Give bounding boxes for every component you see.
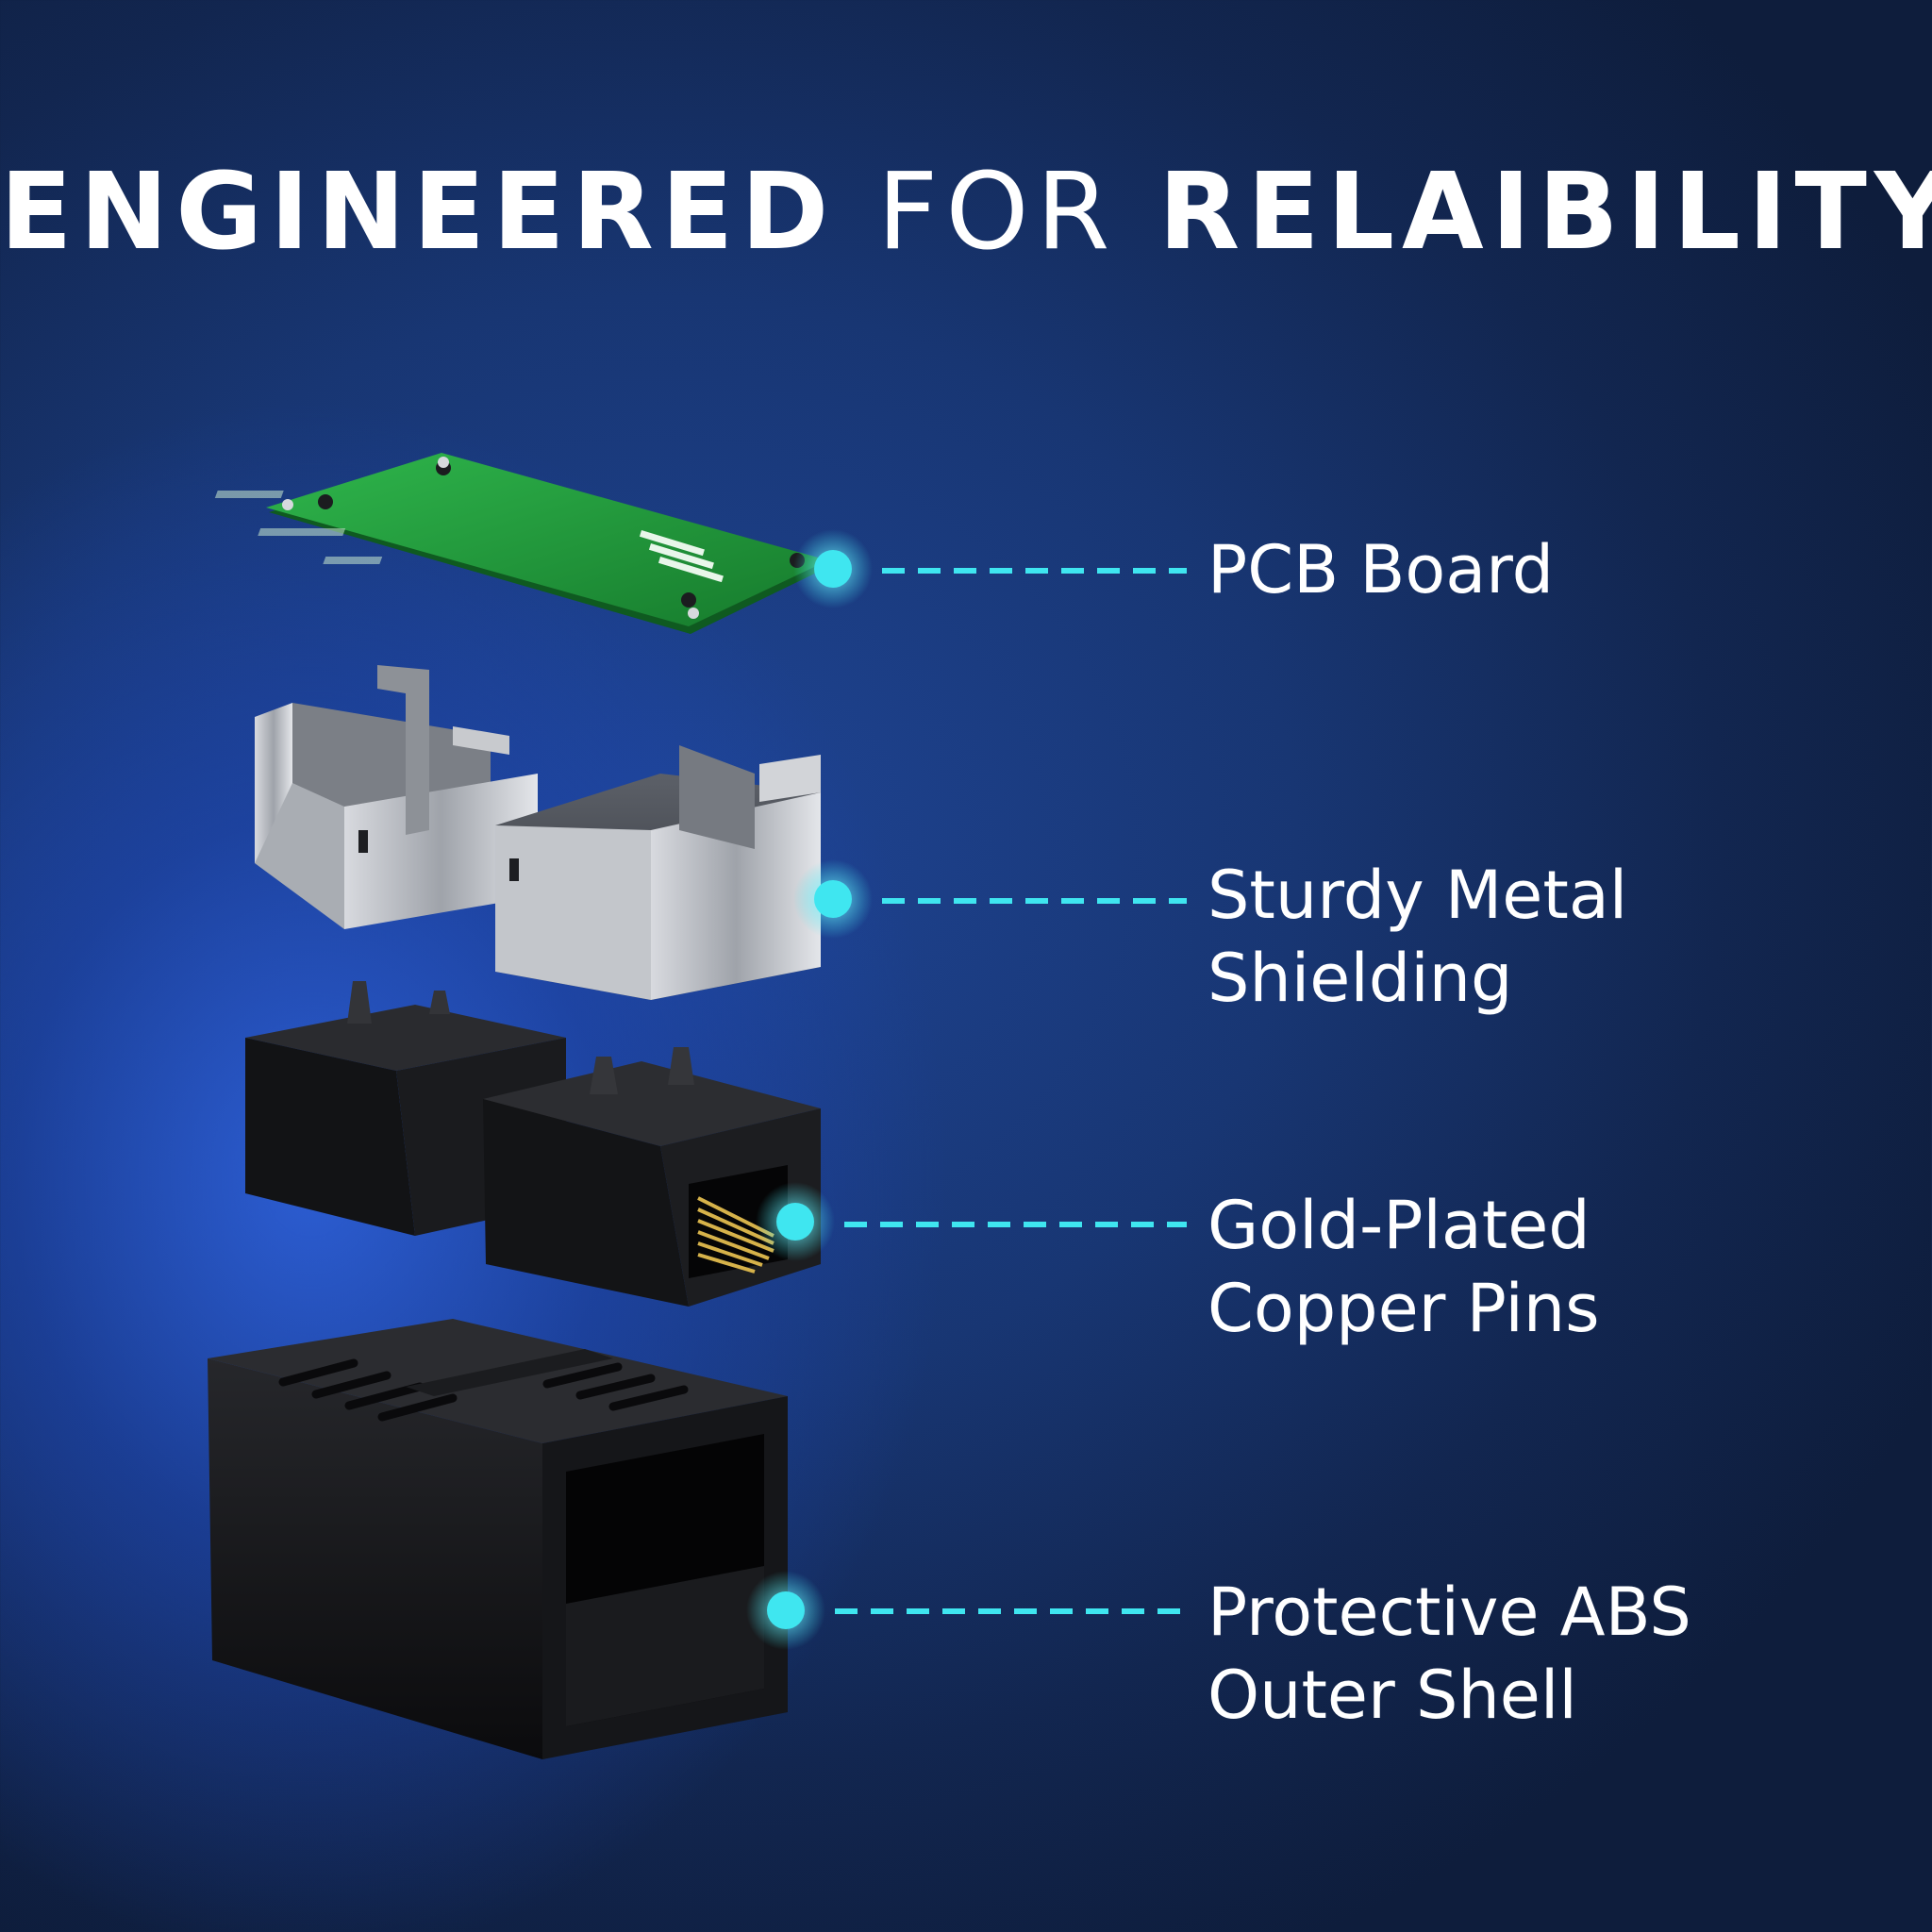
callout-label-line: Sturdy Metal (1208, 857, 1628, 934)
callout-label-line: Gold-Plated (1208, 1187, 1591, 1264)
pcb-board (214, 453, 830, 634)
callout-label-line: Copper Pins (1208, 1270, 1600, 1347)
callout-label-pins: Gold-Plated Copper Pins (1208, 1184, 1600, 1350)
callout-label-line: PCB Board (1208, 531, 1555, 608)
callout-dot-pcb (793, 529, 873, 608)
title-part-reliability: RELAIBILITY (1158, 151, 1932, 274)
metal-shield-left (255, 665, 538, 929)
callout-label-line: Outer Shell (1208, 1657, 1577, 1734)
outer-abs-shell (208, 1319, 788, 1759)
callout-label-line: Protective ABS (1208, 1574, 1691, 1651)
callout-dot-pins (756, 1182, 835, 1261)
callout-label-line: Shielding (1208, 940, 1513, 1017)
inner-block-right (483, 1047, 821, 1307)
callout-label-shell: Protective ABS Outer Shell (1208, 1571, 1691, 1737)
callout-dot-shell (746, 1571, 825, 1650)
title-part-for: FOR (876, 151, 1118, 274)
title-part-engineered: ENGINEERED (0, 151, 837, 274)
metal-shield-right (495, 745, 821, 1000)
callout-label-pcb: PCB Board (1208, 528, 1554, 611)
callout-label-shielding: Sturdy Metal Shielding (1208, 854, 1627, 1020)
page-title: ENGINEERED FOR RELAIBILITY (0, 151, 1932, 274)
callout-dot-shielding (793, 859, 873, 939)
